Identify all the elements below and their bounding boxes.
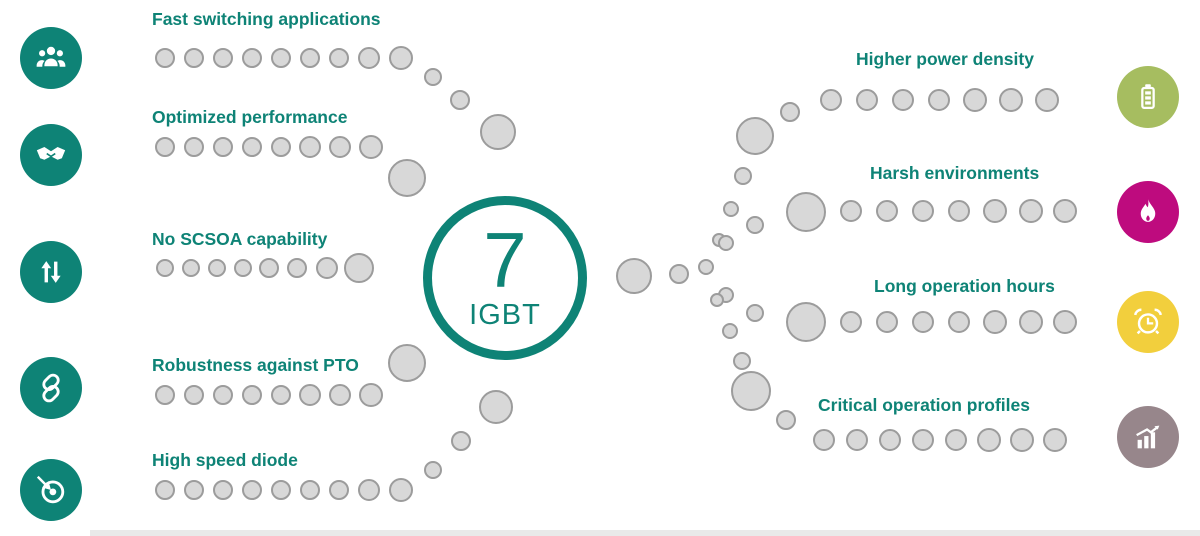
bottom-divider [90, 530, 1200, 536]
target-icon [20, 459, 82, 521]
battery-icon [1117, 66, 1179, 128]
chain-robustness-pto [155, 344, 426, 407]
chain-higher-power-density [712, 88, 1059, 247]
label-robustness-against-pto: Robustness against PTO [152, 355, 359, 375]
chain-critical-operation-profiles [710, 293, 1067, 452]
center-number: 7 [483, 216, 527, 304]
center-circle: 7 IGBT [423, 196, 587, 360]
label-harsh-environments: Harsh environments [870, 163, 1040, 183]
chain-no-scsoa [156, 253, 374, 283]
label-optimized-performance: Optimized performance [152, 107, 348, 127]
chain-harsh-environments [718, 192, 1077, 251]
growth-chart-icon [1117, 406, 1179, 468]
label-higher-power-density: Higher power density [856, 49, 1034, 69]
label-no-scsoa-capability: No SCSOA capability [152, 229, 328, 249]
label-critical-operation-profiles: Critical operation profiles [818, 395, 1030, 415]
people-icon [20, 27, 82, 89]
label-fast-switching-applications: Fast switching applications [152, 9, 381, 29]
chain-link-icon [20, 357, 82, 419]
center-label: IGBT [469, 299, 541, 331]
flame-icon [1117, 181, 1179, 243]
chain-trunk-right [616, 258, 714, 294]
handshake-icon [20, 124, 82, 186]
label-high-speed-diode: High speed diode [152, 450, 298, 470]
alarm-clock-icon [1117, 291, 1179, 353]
label-long-operation-hours: Long operation hours [874, 276, 1055, 296]
chain-long-operation-hours [718, 287, 1077, 342]
chain-high-speed-diode [155, 390, 513, 502]
chain-optimized-performance [155, 135, 426, 197]
arrows-up-down-icon [20, 241, 82, 303]
chain-fast-switching [155, 46, 516, 150]
